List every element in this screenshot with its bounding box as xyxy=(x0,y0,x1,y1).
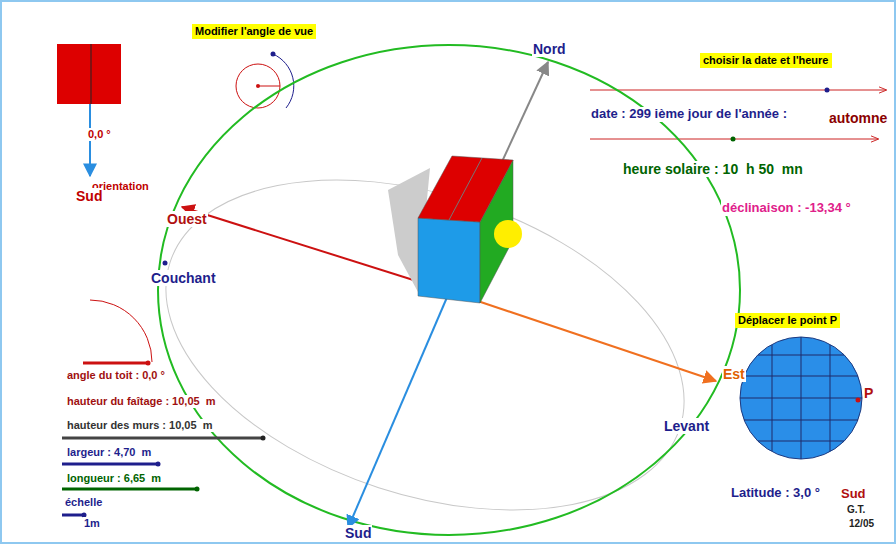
view-angle-line xyxy=(258,86,280,87)
sunrise-label: Levant xyxy=(663,418,710,434)
date-readout: date : 299 ième jour de l'année : xyxy=(590,107,788,122)
button-text: Modifier l'angle de vue xyxy=(195,25,313,38)
time-readout: heure solaire : 10 h 50 mn xyxy=(622,161,804,177)
date-mark: 12/05 xyxy=(848,518,875,530)
roof-angle-arc xyxy=(90,300,152,362)
slider-dot xyxy=(156,462,161,467)
scale-value: 1m xyxy=(83,517,101,530)
control-button: Modifier l'angle de vue xyxy=(192,24,316,39)
length-slider xyxy=(62,488,197,491)
orientation-square xyxy=(57,44,121,104)
slider-dot xyxy=(825,88,830,93)
house-front-wall xyxy=(418,218,480,303)
sun xyxy=(494,220,522,248)
author-mark: G.T. xyxy=(846,504,866,516)
slider-dot xyxy=(261,436,266,441)
direction-label: Ouest xyxy=(166,211,208,227)
declination-readout: déclinaison : -13,34 ° xyxy=(721,201,852,216)
latitude-readout: Latitude : 3,0 ° xyxy=(730,486,821,501)
point-p xyxy=(856,398,861,403)
orientation-axis xyxy=(91,44,92,104)
control-button: Déplacer le point P xyxy=(735,313,840,328)
direction-label: Sud xyxy=(344,525,372,541)
scale-bar xyxy=(62,514,84,517)
slider-dot xyxy=(146,361,151,366)
slider-dot xyxy=(731,137,736,142)
control-button: choisir la date et l'heure xyxy=(700,53,832,68)
width-readout: largeur : 4,70 m xyxy=(66,446,152,459)
point-label: P xyxy=(863,385,874,401)
south-arrow xyxy=(348,295,448,528)
roof-angle-readout: angle du toit : 0,0 ° xyxy=(66,369,166,382)
direction-label: Sud xyxy=(75,188,103,204)
sun-path-ellipse xyxy=(124,120,726,544)
width-slider xyxy=(62,463,158,466)
view-angle-center xyxy=(256,84,260,88)
ridge-height-readout: hauteur du faîtage : 10,05 m xyxy=(66,395,217,408)
button-text: Déplacer le point P xyxy=(738,314,837,327)
direction-label: Est xyxy=(722,366,746,382)
wall-height-slider xyxy=(62,437,263,440)
angle-value: 0,0 ° xyxy=(87,128,112,141)
latitude-globe xyxy=(740,337,862,459)
view-angle-dot xyxy=(271,52,276,57)
view-angle-circle xyxy=(236,64,280,108)
east-arrow xyxy=(445,290,716,381)
scale-label: échelle xyxy=(64,496,103,509)
date-slider xyxy=(590,90,886,91)
globe-grid xyxy=(740,337,862,459)
length-readout: longueur : 6,65 m xyxy=(66,472,162,485)
roof-ridge xyxy=(449,158,482,220)
hemisphere-label: Sud xyxy=(840,487,867,502)
button-text: choisir la date et l'heure xyxy=(703,54,829,67)
season-label: automne xyxy=(828,110,888,126)
house-roof xyxy=(418,156,513,222)
sunset-point xyxy=(163,261,168,266)
slider-dot xyxy=(195,487,200,492)
sunset-label: Couchant xyxy=(150,270,217,286)
direction-label: Nord xyxy=(532,41,567,57)
roof-angle-slider xyxy=(83,362,148,365)
wall-height-readout: hauteur des murs : 10,05 m xyxy=(66,419,214,432)
view-angle-arc xyxy=(273,54,294,108)
